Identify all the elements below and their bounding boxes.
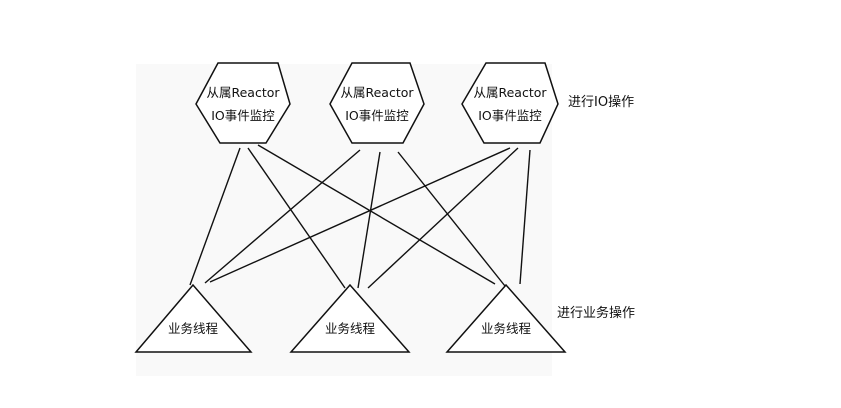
reactor-hexagon xyxy=(461,62,559,144)
thread-node: 业务线程 xyxy=(445,283,567,353)
reactor-node: 从属Reactor IO事件监控 xyxy=(195,62,291,144)
edge-r1-t2 xyxy=(247,147,346,289)
edge-r3-t2 xyxy=(367,147,519,289)
reactor-subtitle: IO事件监控 xyxy=(211,108,275,123)
edge-r1-t1 xyxy=(189,147,241,286)
reactor-hexagon xyxy=(329,62,425,144)
thread-triangle xyxy=(289,283,411,353)
io-operation-label: 进行IO操作 xyxy=(568,95,635,110)
reactor-node: 从属Reactor IO事件监控 xyxy=(329,62,425,144)
reactor-title: 从属Reactor xyxy=(473,85,547,100)
edge-r3-t3 xyxy=(519,149,531,285)
edge-r1-t3 xyxy=(257,144,496,285)
thread-label: 业务线程 xyxy=(325,321,376,336)
thread-node: 业务线程 xyxy=(134,283,253,353)
thread-triangle xyxy=(445,283,567,353)
business-operation-label: 进行业务操作 xyxy=(557,306,636,321)
thread-label: 业务线程 xyxy=(481,321,532,336)
connection-lines xyxy=(189,144,531,289)
reactor-subtitle: IO事件监控 xyxy=(345,108,409,123)
thread-node: 业务线程 xyxy=(289,283,411,353)
thread-triangle xyxy=(134,283,253,353)
reactor-subtitle: IO事件监控 xyxy=(478,108,542,123)
thread-label: 业务线程 xyxy=(168,321,219,336)
edge-r2-t3 xyxy=(397,151,506,287)
edge-r3-t1 xyxy=(209,147,511,283)
edge-r2-t2 xyxy=(357,151,381,289)
reactor-title: 从属Reactor xyxy=(206,85,280,100)
reactor-node: 从属Reactor IO事件监控 xyxy=(461,62,559,144)
reactor-hexagon xyxy=(195,62,291,144)
reactor-title: 从属Reactor xyxy=(340,85,414,100)
edge-r2-t1 xyxy=(204,149,361,284)
